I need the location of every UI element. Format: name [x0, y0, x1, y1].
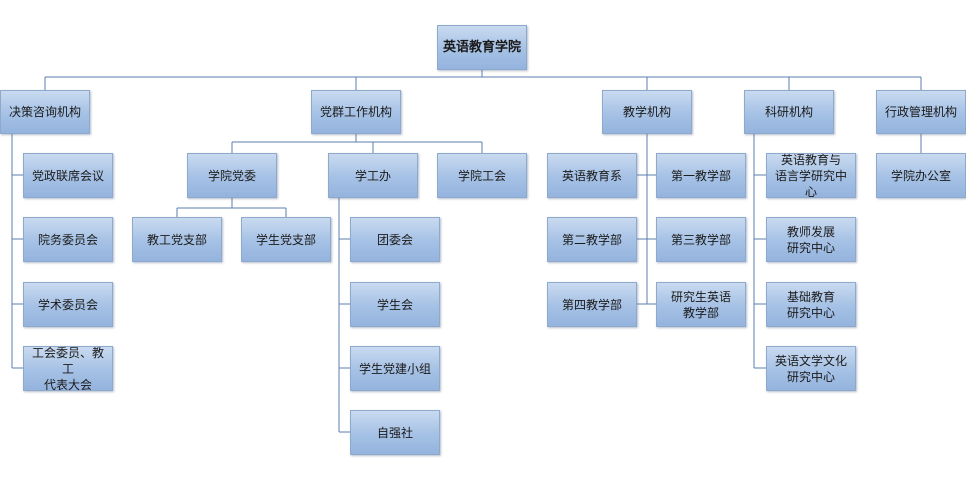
node-teaching-item-5-label: 第四教学部: [561, 297, 622, 312]
node-student-affairs-item-3-label: 学生党建小组: [358, 361, 431, 376]
node-teaching-item-2: 第一教学部: [656, 153, 746, 198]
node-research-item-1-label: 英语教育与 语言学研究中心: [774, 152, 847, 199]
node-research-item-2: 教师发展 研究中心: [766, 217, 856, 262]
node-student-affairs-item-1: 团委会: [350, 217, 440, 262]
node-committee-item-1: 教工党支部: [132, 217, 222, 262]
node-student-affairs: 学工办: [328, 153, 418, 198]
node-party-committee: 学院党委: [187, 153, 277, 198]
node-decision: 决策咨询机构: [0, 90, 90, 134]
node-research-item-3: 基础教育 研究中心: [766, 282, 856, 327]
node-teaching-label: 教学机构: [622, 105, 671, 119]
node-research-item-1: 英语教育与 语言学研究中心: [766, 152, 856, 199]
node-union: 学院工会: [437, 153, 527, 198]
node-party-label: 党群工作机构: [319, 105, 392, 119]
node-admin-item-1: 学院办公室: [876, 153, 966, 198]
node-teaching-item-6: 研究生英语 教学部: [656, 282, 746, 327]
node-teaching-item-4-label: 第三教学部: [670, 232, 731, 247]
node-decision-item-2-label: 院务委员会: [37, 232, 98, 247]
node-decision-label: 决策咨询机构: [8, 105, 81, 119]
node-party-committee-label: 学院党委: [207, 168, 256, 183]
node-teaching-item-1-label: 英语教育系: [561, 168, 622, 183]
node-research-item-4: 英语文学文化 研究中心: [766, 346, 856, 391]
node-admin-item-1-label: 学院办公室: [890, 168, 951, 183]
node-student-affairs-item-4: 自强社: [350, 410, 440, 455]
node-student-affairs-item-4-label: 自强社: [376, 425, 413, 440]
node-teaching-item-2-label: 第一教学部: [670, 168, 731, 183]
node-committee-item-2: 学生党支部: [241, 217, 331, 262]
node-teaching-item-1: 英语教育系: [547, 153, 637, 198]
node-research-item-3-label: 基础教育 研究中心: [786, 289, 835, 320]
node-teaching-item-6-label: 研究生英语 教学部: [670, 289, 731, 320]
node-teaching-item-3-label: 第二教学部: [561, 232, 622, 247]
node-research: 科研机构: [744, 90, 834, 134]
node-decision-item-4: 工会委员、教工 代表大会: [23, 345, 113, 392]
node-student-affairs-label: 学工办: [354, 168, 391, 183]
root-label: 英语教育学院: [442, 39, 521, 55]
node-teaching-item-3: 第二教学部: [547, 217, 637, 262]
node-research-item-4-label: 英语文学文化 研究中心: [774, 353, 847, 384]
node-student-affairs-item-3: 学生党建小组: [350, 346, 440, 391]
node-decision-item-2: 院务委员会: [23, 217, 113, 262]
node-teaching: 教学机构: [602, 90, 692, 134]
node-research-item-2-label: 教师发展 研究中心: [786, 224, 835, 255]
node-research-label: 科研机构: [764, 105, 813, 119]
root-node: 英语教育学院: [437, 25, 527, 70]
node-teaching-item-4: 第三教学部: [656, 217, 746, 262]
node-decision-item-3: 学术委员会: [23, 282, 113, 327]
node-union-label: 学院工会: [457, 168, 506, 183]
node-student-affairs-item-1-label: 团委会: [376, 232, 413, 247]
node-student-affairs-item-2: 学生会: [350, 282, 440, 327]
node-decision-item-4-label: 工会委员、教工 代表大会: [31, 345, 104, 392]
node-decision-item-3-label: 学术委员会: [37, 297, 98, 312]
node-committee-item-1-label: 教工党支部: [146, 232, 207, 247]
node-student-affairs-item-2-label: 学生会: [376, 297, 413, 312]
node-teaching-item-5: 第四教学部: [547, 282, 637, 327]
node-party: 党群工作机构: [311, 90, 401, 134]
node-decision-item-1-label: 党政联席会议: [31, 168, 104, 183]
node-admin: 行政管理机构: [876, 90, 966, 134]
node-admin-label: 行政管理机构: [884, 105, 957, 119]
node-decision-item-1: 党政联席会议: [23, 153, 113, 198]
node-committee-item-2-label: 学生党支部: [255, 232, 316, 247]
